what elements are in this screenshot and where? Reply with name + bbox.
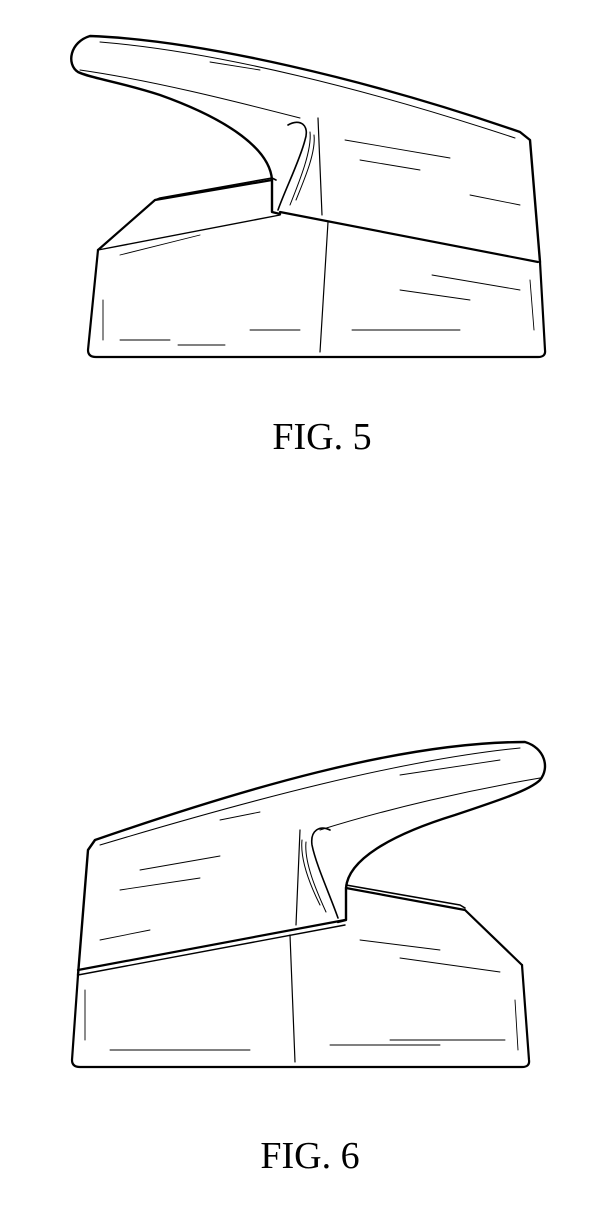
fig5-base-front-edge <box>98 215 280 250</box>
fig6-arm-side-divider <box>296 830 300 925</box>
fig6-base-front-edge <box>78 925 345 975</box>
fig5-stapler-drawing <box>71 36 545 357</box>
fig6-stapler-drawing <box>72 742 545 1067</box>
fig6-base <box>72 965 529 1067</box>
fig5-caption: FIG. 5 <box>222 418 422 456</box>
fig5-base-vertical-divider <box>320 222 328 352</box>
fig6-shading-hatches <box>85 760 518 1050</box>
fig6-arm-top-highlight <box>100 748 540 845</box>
fig6-caption: FIG. 6 <box>210 1137 410 1175</box>
fig6-base-shelf-edge <box>346 885 465 908</box>
fig5-base <box>88 250 545 357</box>
fig5-base-front-slope <box>98 180 272 250</box>
fig5-upper-arm <box>71 36 540 262</box>
fig5-arm-side-divider <box>318 118 322 215</box>
fig5-arm-curve-shading <box>290 132 314 205</box>
fig5-shading-hatches <box>103 62 534 345</box>
fig6-base-back-slope <box>346 888 522 965</box>
fig6-arm-curve-inner <box>312 828 338 918</box>
fig5-base-top-seam <box>280 212 538 262</box>
fig6-base-vertical-divider <box>290 935 295 1062</box>
fig6-upper-arm <box>78 742 545 975</box>
fig5-arm-curve-inner <box>278 122 306 210</box>
fig6-base-top-seam <box>78 920 345 970</box>
